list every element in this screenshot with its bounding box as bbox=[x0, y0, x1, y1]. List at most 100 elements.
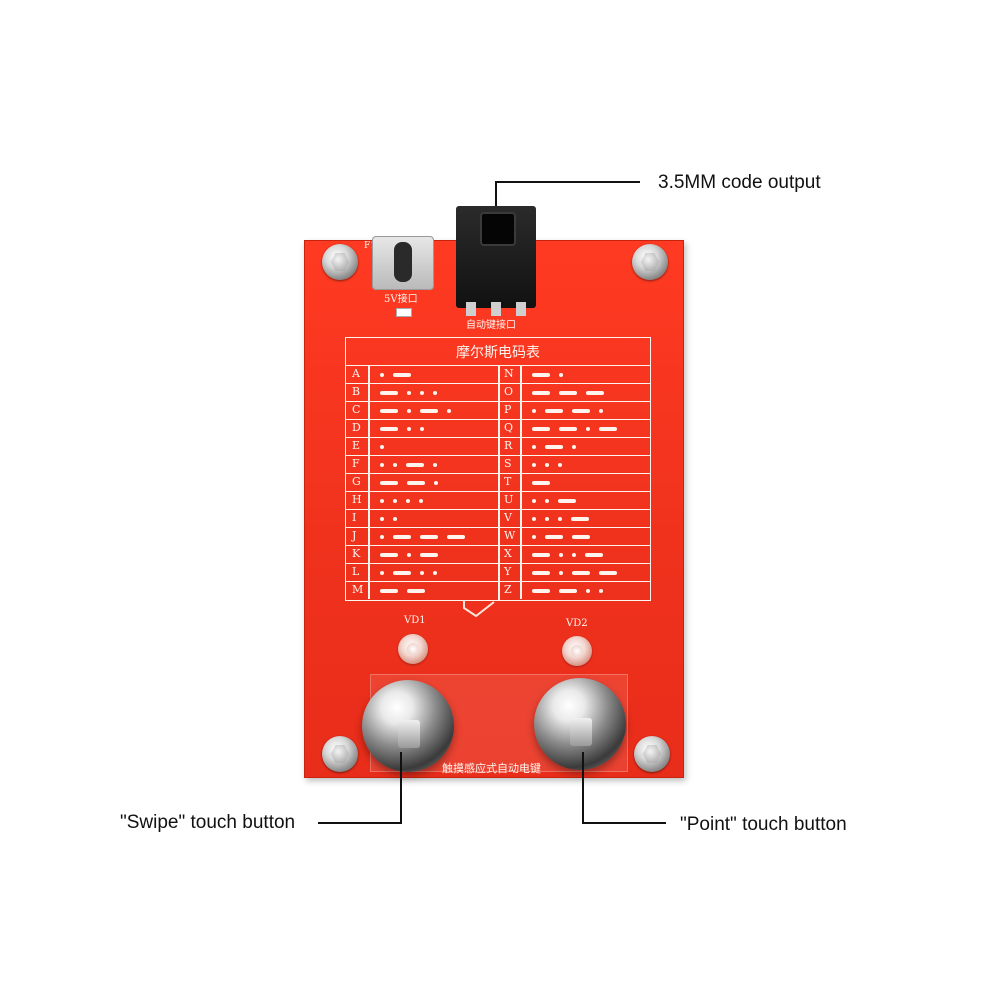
led2-label: VD2 bbox=[566, 618, 588, 629]
cell-separator bbox=[520, 528, 522, 545]
morse-code bbox=[380, 463, 446, 467]
morse-code bbox=[532, 553, 612, 557]
morse-row-c: C bbox=[346, 401, 498, 419]
point-leader-horizontal bbox=[582, 822, 666, 824]
morse-row-p: P bbox=[498, 401, 650, 419]
morse-dash bbox=[559, 427, 577, 431]
bottom-label: 触摸感应式自动电键 bbox=[442, 762, 541, 775]
morse-dot bbox=[532, 445, 536, 449]
swipe-touch-button[interactable] bbox=[362, 680, 454, 772]
cell-separator bbox=[368, 384, 370, 401]
led-vd1 bbox=[398, 634, 428, 664]
morse-dot bbox=[558, 517, 562, 521]
morse-dot bbox=[406, 499, 410, 503]
cell-separator bbox=[368, 402, 370, 419]
morse-dot bbox=[559, 373, 563, 377]
morse-row-k: K bbox=[346, 545, 498, 563]
swipe-leader-vertical bbox=[400, 752, 402, 824]
morse-row-x: X bbox=[498, 545, 650, 563]
morse-row-v: V bbox=[498, 509, 650, 527]
morse-dot bbox=[599, 589, 603, 593]
morse-dot bbox=[393, 499, 397, 503]
cell-separator bbox=[520, 420, 522, 437]
morse-row-q: Q bbox=[498, 419, 650, 437]
morse-dash bbox=[380, 391, 398, 395]
morse-dash bbox=[380, 553, 398, 557]
morse-row-r: R bbox=[498, 437, 650, 455]
cell-separator bbox=[368, 582, 370, 599]
morse-code bbox=[380, 391, 446, 395]
cell-separator bbox=[368, 564, 370, 581]
morse-code bbox=[532, 391, 613, 395]
morse-row-j: J bbox=[346, 527, 498, 545]
morse-letter: C bbox=[352, 403, 361, 416]
morse-dot bbox=[380, 499, 384, 503]
morse-dash bbox=[545, 445, 563, 449]
morse-dash bbox=[447, 535, 465, 539]
morse-code bbox=[380, 427, 433, 431]
morse-dot bbox=[434, 481, 438, 485]
morse-dash bbox=[532, 571, 550, 575]
smd-led bbox=[396, 308, 412, 317]
morse-code bbox=[380, 445, 393, 449]
cell-separator bbox=[520, 510, 522, 527]
morse-row-g: G bbox=[346, 473, 498, 491]
table-title: 摩尔斯电码表 bbox=[456, 345, 540, 361]
morse-dot bbox=[380, 535, 384, 539]
morse-code bbox=[532, 409, 612, 413]
morse-dot bbox=[420, 391, 424, 395]
morse-dot bbox=[586, 427, 590, 431]
morse-letter: L bbox=[352, 565, 360, 578]
cell-separator bbox=[368, 474, 370, 491]
point-touch-button[interactable] bbox=[534, 678, 626, 770]
morse-dash bbox=[599, 427, 617, 431]
morse-letter: S bbox=[504, 457, 512, 470]
screw-bottom-left bbox=[322, 736, 358, 772]
morse-dot bbox=[380, 445, 384, 449]
screw-top-left bbox=[322, 244, 358, 280]
morse-dash bbox=[559, 391, 577, 395]
morse-code bbox=[380, 373, 420, 377]
morse-letter: U bbox=[504, 493, 514, 506]
morse-code bbox=[380, 409, 460, 413]
morse-dash bbox=[380, 427, 398, 431]
cell-separator bbox=[520, 384, 522, 401]
morse-letter: X bbox=[504, 547, 512, 560]
morse-letter: W bbox=[504, 529, 516, 542]
morse-code bbox=[532, 373, 572, 377]
morse-dot bbox=[545, 463, 549, 467]
morse-dot bbox=[545, 517, 549, 521]
morse-dot bbox=[545, 499, 549, 503]
morse-dot bbox=[447, 409, 451, 413]
morse-letter: P bbox=[504, 403, 512, 416]
morse-dot bbox=[559, 571, 563, 575]
audio-jack bbox=[456, 206, 536, 316]
morse-code bbox=[532, 499, 585, 503]
usb-c-port bbox=[372, 236, 434, 290]
morse-dash bbox=[393, 535, 411, 539]
morse-dash bbox=[559, 589, 577, 593]
morse-dash bbox=[393, 373, 411, 377]
morse-row-d: D bbox=[346, 419, 498, 437]
morse-dash bbox=[532, 427, 550, 431]
morse-dot bbox=[558, 463, 562, 467]
morse-dot bbox=[433, 571, 437, 575]
morse-dot bbox=[599, 409, 603, 413]
cell-separator bbox=[368, 510, 370, 527]
morse-row-h: H bbox=[346, 491, 498, 509]
morse-code bbox=[532, 517, 598, 521]
morse-code bbox=[532, 427, 626, 431]
jack-leader-vertical bbox=[495, 181, 497, 211]
morse-dash bbox=[532, 481, 550, 485]
cell-separator bbox=[368, 528, 370, 545]
morse-dash bbox=[380, 481, 398, 485]
morse-dash bbox=[380, 589, 398, 593]
morse-dot bbox=[532, 499, 536, 503]
morse-dot bbox=[380, 463, 384, 467]
morse-row-e: E bbox=[346, 437, 498, 455]
morse-letter: V bbox=[504, 511, 512, 524]
morse-code bbox=[380, 571, 446, 575]
morse-dot bbox=[419, 499, 423, 503]
morse-dash bbox=[393, 571, 411, 575]
